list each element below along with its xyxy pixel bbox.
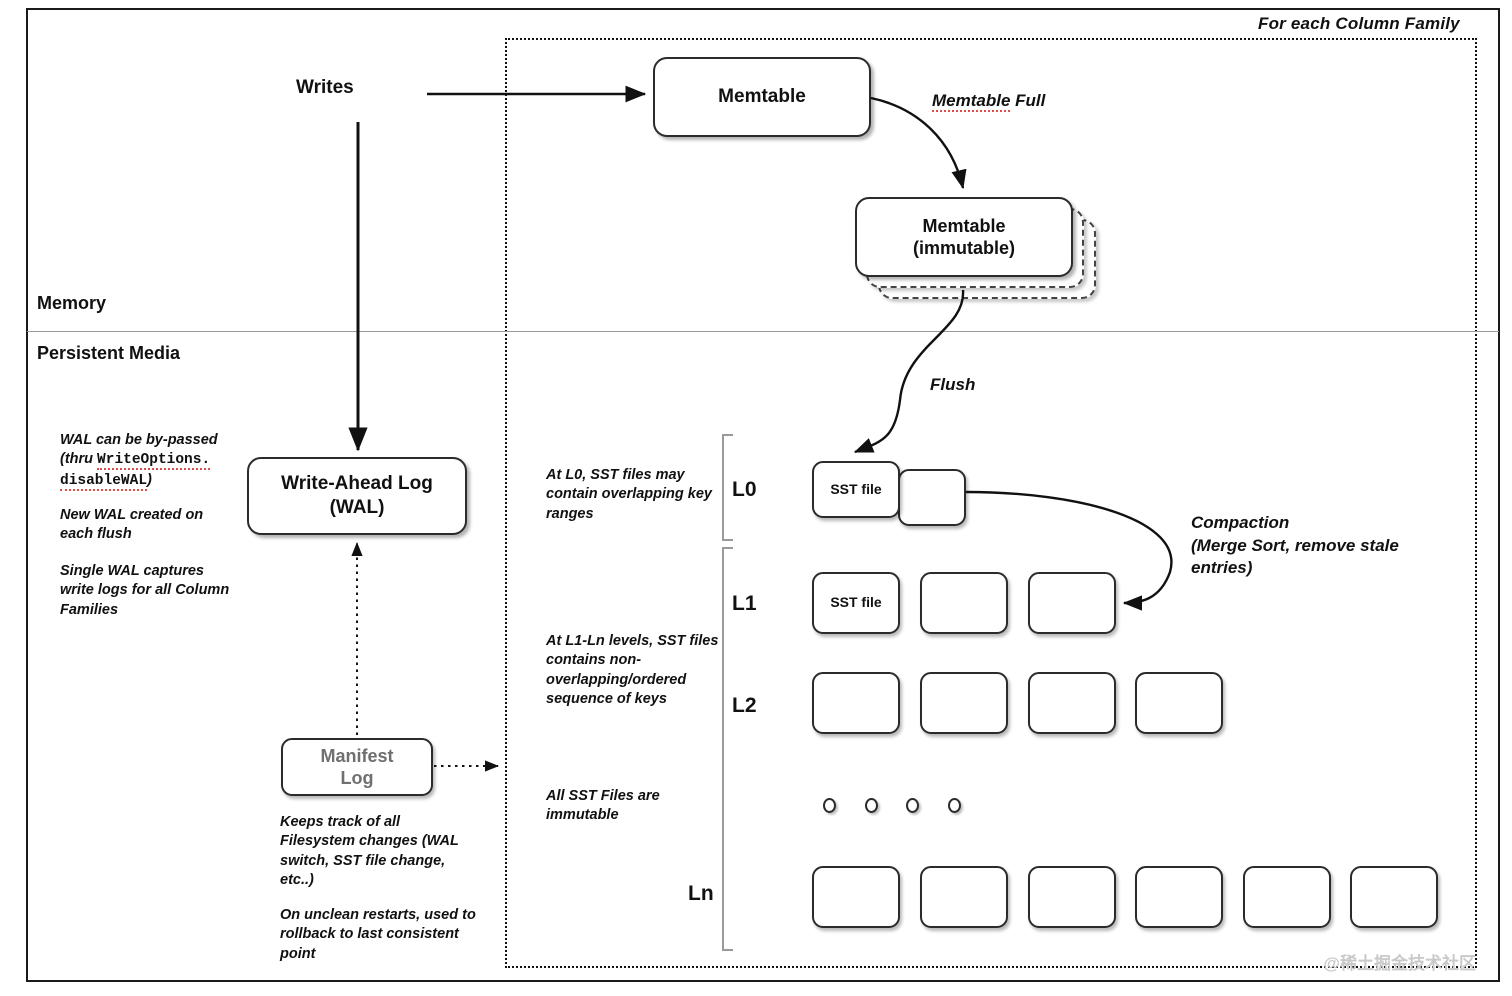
sst-file-l1-label: SST file (830, 594, 882, 611)
memtable-immutable-label-line1: Memtable (922, 215, 1006, 236)
annotation-wal-new-line2: each flush (60, 526, 132, 543)
column-family-label: For each Column Family (1258, 14, 1460, 33)
level-label-l1: L1 (732, 592, 757, 615)
annotation-wal-new: New WAL created on each flush (60, 506, 290, 545)
level-label-ln: Ln (688, 882, 714, 905)
sst-file-ln-1[interactable] (812, 866, 900, 928)
level-label-l0: L0 (732, 478, 757, 501)
annotation-wal-bypass: WAL can be by-passed (thru WriteOptions.… (60, 431, 290, 491)
memtable-full-label-part2: Full (1010, 91, 1046, 110)
sst-file-ln-5[interactable] (1243, 866, 1331, 928)
annotation-manifest-keeps: Keeps track of all Filesystem changes (W… (280, 813, 510, 890)
annotation-l0-note-line1: At L0, SST files may (546, 467, 685, 483)
manifest-log-label-line2: Log (340, 768, 374, 788)
level-label-l2: L2 (732, 694, 757, 717)
annotation-immutable-note: All SST Files are immutable (546, 787, 726, 826)
annotation-immutable-note-line1: All SST Files are (546, 788, 660, 804)
sst-file-l2-1[interactable] (812, 672, 900, 734)
annotation-wal-new-line1: New WAL created on (60, 507, 204, 523)
annotation-l1n-note-line2: contains non- (546, 652, 642, 669)
column-family-region (505, 38, 1477, 968)
memtable-full-label: Memtable Full (932, 91, 1046, 112)
ellipsis-dot-3 (906, 798, 919, 813)
sst-file-l2-3[interactable] (1028, 672, 1116, 734)
manifest-log-node[interactable]: Manifest Log (281, 738, 433, 796)
sst-file-l2-2[interactable] (920, 672, 1008, 734)
annotation-manifest-unclean-line3: point (280, 945, 316, 962)
annotation-wal-bypass-code2: disableWAL (60, 472, 148, 491)
sst-file-ln-4[interactable] (1135, 866, 1223, 928)
sst-file-l1-3[interactable] (1028, 572, 1116, 634)
compaction-label-line3: entries) (1191, 558, 1253, 578)
memtable-node-label: Memtable (718, 86, 806, 108)
wal-node[interactable]: Write-Ahead Log (WAL) (247, 457, 467, 535)
ellipsis-dot-4 (948, 798, 961, 813)
memory-label: Memory (37, 293, 107, 313)
annotation-l1n-note-line3: overlapping/ordered (546, 671, 687, 688)
annotation-wal-bypass-code1: WriteOptions. (97, 452, 211, 471)
memtable-immutable-node[interactable]: Memtable (immutable) (855, 197, 1073, 277)
outer-frame (26, 8, 1500, 982)
sst-file-l2-4[interactable] (1135, 672, 1223, 734)
annotation-manifest-keeps-line2: Filesystem changes (WAL (280, 833, 459, 850)
sst-file-l1-1[interactable]: SST file (812, 572, 900, 634)
memtable-full-label-part1: Memtable (932, 91, 1011, 112)
compaction-label-line1: Compaction (1191, 513, 1290, 532)
annotation-wal-bypass-line1: WAL can be by-passed (60, 432, 218, 448)
annotation-manifest-unclean: On unclean restarts, used to rollback to… (280, 906, 530, 964)
annotation-wal-bypass-line3b: ) (147, 471, 152, 488)
memtable-immutable-label-line2: (immutable) (912, 238, 1015, 258)
annotation-wal-single-line2: write logs for all Column (60, 582, 230, 599)
flush-label: Flush (930, 375, 976, 394)
annotation-l1n-note-line4: sequence of keys (546, 690, 667, 707)
annotation-l0-note-line2: contain overlapping key (546, 486, 712, 503)
annotation-immutable-note-line2: immutable (546, 807, 619, 824)
annotation-wal-bypass-line2a: (thru (60, 451, 98, 468)
annotation-wal-single-line3: Families (60, 601, 119, 618)
memory-persistent-divider (27, 331, 1499, 332)
annotation-wal-single: Single WAL captures write logs for all C… (60, 562, 300, 620)
annotation-l1n-note-line1: At L1-Ln levels, SST files (546, 633, 719, 649)
ellipsis-dot-2 (865, 798, 878, 813)
annotation-manifest-unclean-line2: rollback to last consistent (280, 926, 459, 943)
persistent-media-label: Persistent Media (37, 343, 181, 363)
annotation-manifest-keeps-line3: switch, SST file change, (280, 852, 446, 869)
sst-file-l1-2[interactable] (920, 572, 1008, 634)
sst-file-ln-3[interactable] (1028, 866, 1116, 928)
writes-label: Writes (296, 77, 354, 98)
sst-file-ln-6[interactable] (1350, 866, 1438, 928)
sst-file-l0-label: SST file (830, 480, 882, 497)
watermark: @稀土掘金技术社区 (1323, 954, 1476, 973)
compaction-label: Compaction (Merge Sort, remove stale ent… (1191, 512, 1399, 580)
annotation-l0-note-line3: ranges (546, 505, 594, 522)
annotation-manifest-keeps-line4: etc..) (280, 871, 314, 888)
sst-file-l0-a[interactable]: SST file (812, 461, 900, 518)
wal-label-line2: (WAL) (329, 497, 385, 518)
annotation-manifest-unclean-line1: On unclean restarts, used to (280, 907, 476, 923)
sst-file-ln-2[interactable] (920, 866, 1008, 928)
annotation-wal-single-line1: Single WAL captures (60, 563, 204, 579)
wal-label-line1: Write-Ahead Log (281, 473, 433, 495)
sst-file-l0-b[interactable] (898, 469, 966, 526)
manifest-log-label-line1: Manifest (320, 745, 394, 766)
annotation-l0-note: At L0, SST files may contain overlapping… (546, 466, 726, 524)
compaction-label-line2: (Merge Sort, remove stale (1191, 535, 1399, 555)
memtable-node[interactable]: Memtable (653, 57, 871, 137)
annotation-l1n-note: At L1-Ln levels, SST files contains non-… (546, 632, 726, 709)
annotation-manifest-keeps-line1: Keeps track of all (280, 814, 401, 830)
ellipsis-dot-1 (823, 798, 836, 813)
